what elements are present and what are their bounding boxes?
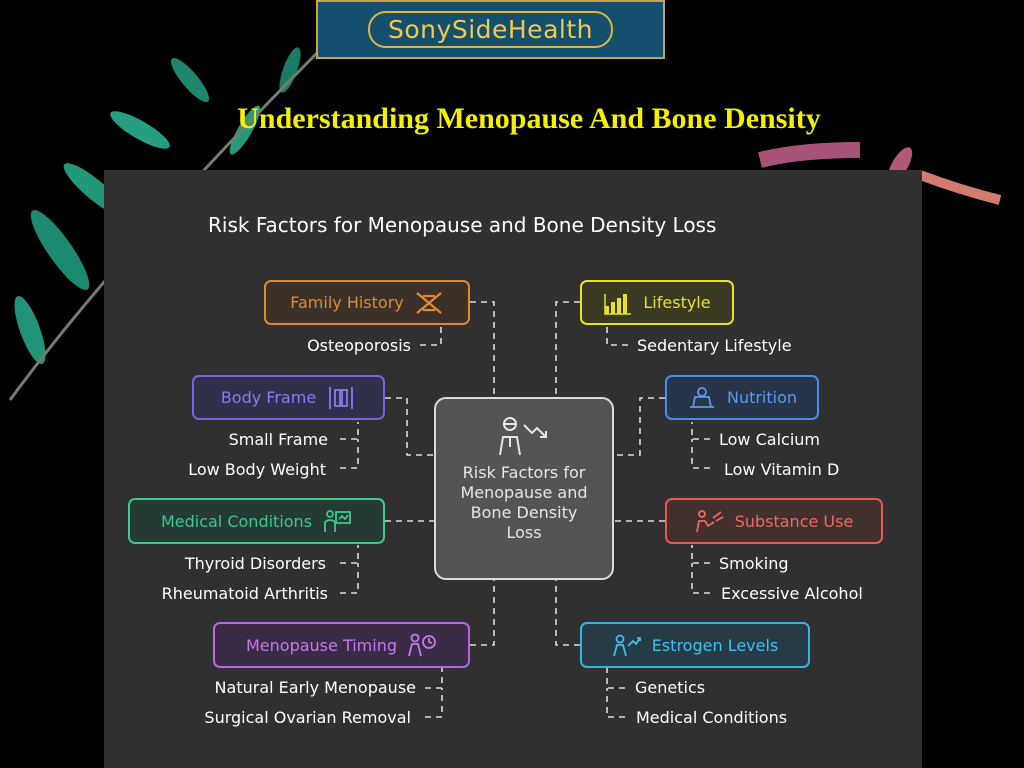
- category-label: Menopause Timing: [246, 635, 397, 655]
- category-substance-use: Substance Use: [665, 498, 883, 544]
- list-item: Genetics: [635, 678, 706, 697]
- dna-icon: [416, 291, 442, 314]
- person-clock-icon: [408, 633, 436, 657]
- category-label: Estrogen Levels: [651, 635, 779, 655]
- list-item: Thyroid Disorders: [184, 554, 326, 573]
- person-trend-up-icon: [612, 634, 641, 657]
- page-title: Understanding Menopause And Bone Density: [237, 102, 821, 135]
- category-lifestyle: Lifestyle: [580, 280, 734, 325]
- category-label: Lifestyle: [643, 293, 711, 312]
- list-item: Surgical Ovarian Removal: [204, 708, 411, 727]
- category-label: Body Frame: [220, 388, 317, 407]
- list-item: Smoking: [719, 554, 789, 573]
- list-item: Natural Early Menopause: [214, 678, 416, 697]
- list-item: Small Frame: [228, 430, 328, 449]
- list-item: Sedentary Lifestyle: [637, 336, 792, 355]
- category-body-frame: Body Frame: [192, 375, 385, 420]
- diagram-title: Risk Factors for Menopause and Bone Dens…: [208, 213, 717, 237]
- bar-chart-icon: [604, 293, 632, 315]
- category-label: Substance Use: [734, 511, 854, 531]
- category-label: Family History: [290, 293, 404, 312]
- category-label: Nutrition: [726, 388, 798, 407]
- category-estrogen-levels: Estrogen Levels: [580, 622, 810, 668]
- category-family-history: Family History: [264, 280, 470, 325]
- category-nutrition: Nutrition: [665, 375, 819, 420]
- list-item: Low Vitamin D: [724, 460, 840, 479]
- list-item: Osteoporosis: [307, 336, 411, 355]
- logo-text: SonySideHealth: [368, 11, 613, 48]
- logo: SonySideHealth: [316, 0, 665, 59]
- smoking-icon: [695, 510, 724, 533]
- center-label: Risk Factors for Menopause and Bone Dens…: [460, 463, 588, 542]
- person-trend-down-icon: [499, 417, 547, 456]
- category-label: Medical Conditions: [160, 511, 313, 531]
- doctor-board-icon: [324, 510, 351, 532]
- list-item: Low Body Weight: [188, 460, 326, 479]
- category-menopause-timing: Menopause Timing: [213, 622, 470, 668]
- list-item: Low Calcium: [719, 430, 820, 449]
- category-medical-conditions: Medical Conditions: [128, 498, 385, 544]
- list-item: Rheumatoid Arthritis: [161, 584, 328, 603]
- list-item: Excessive Alcohol: [721, 584, 863, 603]
- center-node: Risk Factors for Menopause and Bone Dens…: [434, 397, 614, 580]
- food-scale-icon: [689, 386, 714, 408]
- frame-icon: [329, 386, 354, 409]
- list-item: Medical Conditions: [636, 708, 788, 727]
